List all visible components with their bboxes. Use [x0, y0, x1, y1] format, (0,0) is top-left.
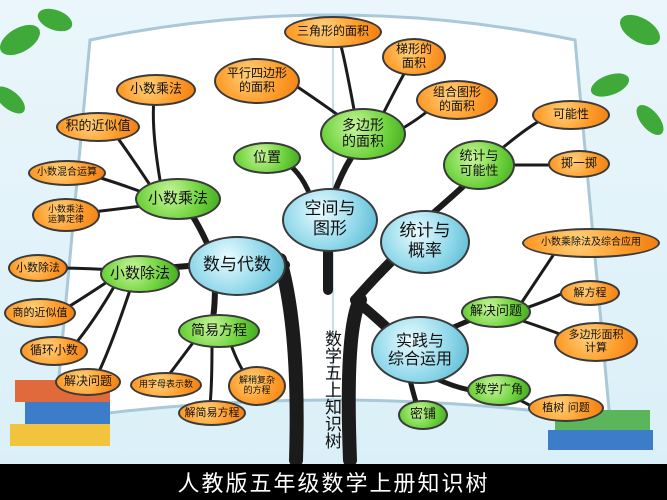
leaf-solve-complex-equation: 解稍复杂 的方程	[228, 366, 286, 406]
footer-title: 人教版五年级数学上册知识树	[0, 464, 667, 500]
node-math-wide-angle: 数学广角	[467, 374, 531, 406]
leaf-multiplication-laws: 小数乘法 运算定律	[32, 198, 100, 232]
leaves-decoration	[0, 8, 664, 135]
leaf-problem-solving-left: 解决问题	[55, 368, 121, 396]
trunk-label: 数学五上知识树	[321, 330, 341, 449]
leaf-composite-area: 组合图形 的面积	[416, 80, 498, 120]
leaf-tree-planting: 植树 问题	[528, 394, 604, 422]
node-decimal-multiplication: 小数乘法	[135, 178, 221, 220]
hub-practice-application: 实践与 综合运用	[371, 316, 469, 384]
node-problem-solving-right: 解决问题	[461, 296, 531, 328]
leaf-solve-simple-equation: 解简易方程	[178, 400, 246, 426]
leaf-decimal-multiplication: 小数乘法	[116, 74, 196, 106]
leaf-throw-dice: 掷一掷	[548, 150, 610, 178]
node-position: 位置	[233, 142, 301, 174]
leaf-product-approx: 积的近似值	[56, 112, 140, 142]
hub-statistics-probability: 统计与 概率	[380, 210, 470, 274]
hub-space-geometry: 空间与 图形	[282, 188, 378, 252]
leaf-solve-equation: 解方程	[560, 280, 620, 306]
leaf-polygon-area-calc: 多边形面积 计算	[554, 322, 638, 362]
node-simple-equation: 简易方程	[178, 314, 260, 348]
hub-number-algebra: 数与代数	[188, 236, 286, 296]
node-polygon-area: 多边形 的面积	[320, 108, 406, 160]
leaf-decimal-mul-div-application: 小数乘除法及综合应用	[522, 228, 660, 258]
leaf-letters-for-numbers: 用字母表示数	[130, 372, 202, 398]
node-decimal-division: 小数除法	[100, 255, 180, 293]
leaf-decimal-division: 小数除法	[8, 254, 68, 282]
leaf-possibility: 可能性	[532, 100, 610, 130]
leaf-mixed-operations: 小数混合运算	[28, 160, 106, 186]
node-tessellation: 密铺	[398, 400, 448, 430]
leaf-repeating-decimal: 循环小数	[20, 336, 88, 366]
leaf-quotient-approx: 商的近似值	[4, 298, 76, 328]
leaf-triangle-area: 三角形的面积	[284, 16, 382, 48]
leaf-trapezoid-area: 梯形的 面积	[382, 38, 446, 76]
node-stats-possibility: 统计与 可能性	[443, 140, 515, 190]
leaf-parallelogram-area: 平行四边形 的面积	[214, 58, 300, 104]
